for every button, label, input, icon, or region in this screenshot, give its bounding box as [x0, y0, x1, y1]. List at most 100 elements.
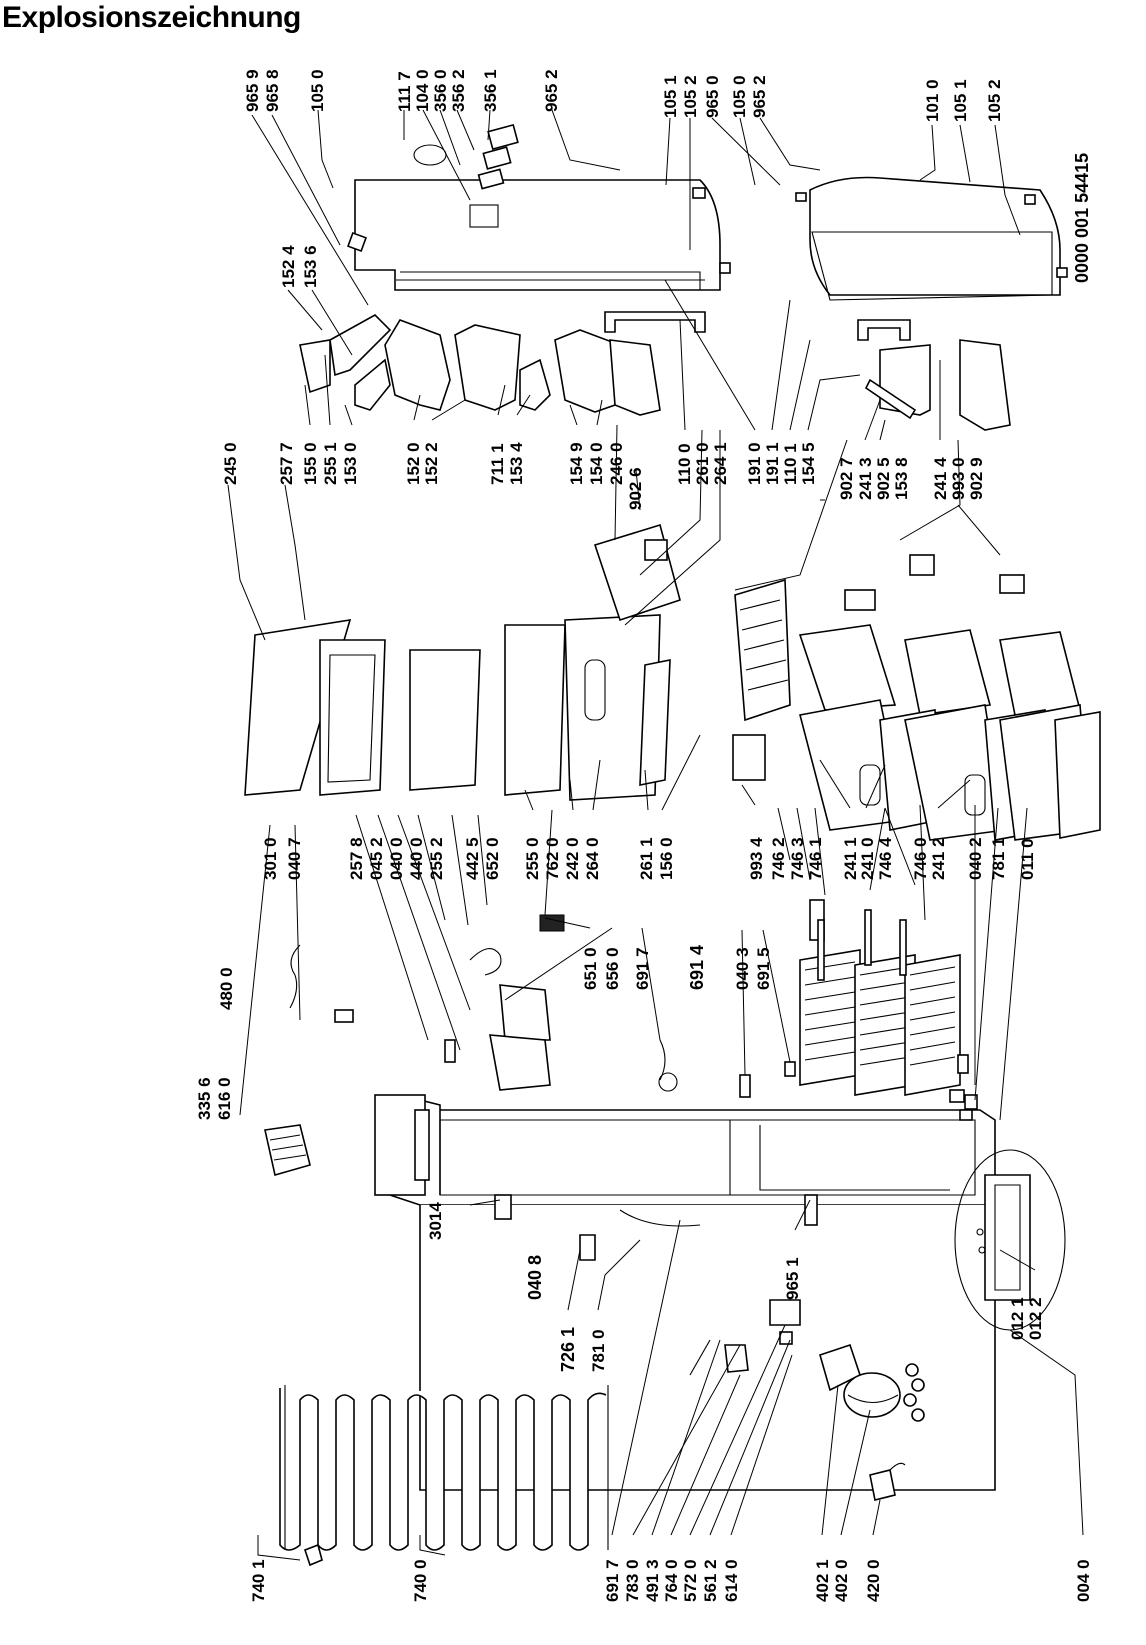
label-902-6: 902 6 [626, 467, 645, 510]
page-title: Explosionszeichnung [2, 1, 301, 34]
label-691-7a: 691 7 [633, 947, 652, 990]
label-257-7: 257 7 [277, 442, 296, 485]
label-040-0: 040 0 [387, 837, 406, 880]
label-746-4: 746 4 [876, 837, 895, 880]
label-152-4: 152 4 [279, 245, 298, 288]
label-154-5: 154 5 [799, 442, 818, 485]
label-153-8: 153 8 [892, 457, 911, 500]
label-246-0: 246 0 [607, 442, 626, 485]
label-156-0: 156 0 [657, 837, 676, 880]
label-191-0: 191 0 [745, 442, 764, 485]
label-241-4: 241 4 [931, 457, 950, 500]
label-356-1: 356 1 [481, 69, 500, 112]
freezer-drawers [798, 554, 1101, 841]
label-902-5: 902 5 [874, 457, 893, 500]
parts-drawing [244, 123, 1101, 1567]
label-781-0: 781 0 [589, 1329, 608, 1372]
label-402-1: 402 1 [813, 1559, 832, 1602]
label-656-0: 656 0 [603, 947, 622, 990]
label-442-5: 442 5 [463, 837, 482, 880]
label-993-4: 993 4 [747, 837, 766, 880]
label-105-1a: 105 1 [661, 75, 680, 118]
label-111-7: 111 7 [395, 71, 414, 112]
label-965-0: 965 0 [703, 75, 722, 118]
label-153-0: 153 0 [341, 442, 360, 485]
label-783-0: 783 0 [623, 1559, 642, 1602]
compressor-group [689, 1299, 925, 1501]
label-101-0: 101 0 [923, 79, 942, 122]
label-440-0: 440 0 [407, 837, 426, 880]
part-labels: 965 9 965 8 105 0 111 7 104 0 356 0 356 … [195, 69, 1093, 1602]
label-105-2b: 105 2 [985, 79, 1004, 122]
label-711-1: 711 1 [488, 443, 507, 485]
label-105-2a: 105 2 [681, 75, 700, 118]
label-614-0: 614 0 [722, 1559, 741, 1602]
label-040-3: 040 3 [733, 947, 752, 990]
label-402-0: 402 0 [832, 1559, 851, 1602]
label-264-0: 264 0 [583, 837, 602, 880]
label-902-9: 902 9 [967, 457, 986, 500]
label-040-7: 040 7 [285, 837, 304, 880]
label-245-0: 245 0 [221, 442, 240, 485]
label-746-1: 746 1 [806, 837, 825, 880]
label-691-4: 691 4 [687, 945, 707, 990]
label-105-1b: 105 1 [951, 79, 970, 122]
label-691-5: 691 5 [754, 947, 773, 990]
cabinet-body [374, 1089, 996, 1491]
label-764-0: 764 0 [662, 1559, 681, 1602]
label-152-2: 152 2 [422, 442, 441, 485]
label-261-1: 261 1 [637, 837, 656, 880]
label-301-0: 301 0 [261, 837, 280, 880]
label-155-0: 155 0 [301, 442, 320, 485]
label-993-0: 993 0 [949, 457, 968, 500]
label-191-1: 191 1 [763, 442, 782, 485]
label-691-7b: 691 7 [603, 1559, 622, 1602]
label-740-1: 740 1 [249, 1559, 268, 1602]
label-726-1: 726 1 [558, 1327, 578, 1372]
condenser [279, 1385, 609, 1567]
label-255-1: 255 1 [321, 442, 340, 485]
label-241-2: 241 2 [929, 837, 948, 880]
label-255-0: 255 0 [523, 837, 542, 880]
label-740-0: 740 0 [411, 1559, 430, 1602]
small-parts [264, 914, 978, 1177]
label-356-2: 356 2 [449, 69, 468, 112]
label-356-0: 356 0 [431, 69, 450, 112]
label-040-8: 040 8 [525, 1255, 545, 1300]
label-105-0b: 105 0 [730, 75, 749, 118]
label-045-2: 045 2 [367, 837, 386, 880]
label-965-1: 965 1 [783, 1257, 802, 1300]
detail-circle [954, 1149, 1066, 1331]
label-420-0: 420 0 [864, 1559, 883, 1602]
label-153-4: 153 4 [507, 442, 526, 485]
label-110-0: 110 0 [675, 443, 694, 485]
shelves [244, 523, 791, 801]
label-040-2: 040 2 [966, 837, 985, 880]
door-balconies [299, 314, 1011, 431]
label-561-2: 561 2 [701, 1559, 720, 1602]
label-616-0: 616 0 [215, 1077, 234, 1120]
lower-door [795, 176, 1068, 301]
label-154-9: 154 9 [567, 442, 586, 485]
evaporators [799, 899, 961, 1096]
label-572-0: 572 0 [681, 1559, 700, 1602]
label-257-8: 257 8 [347, 837, 366, 880]
label-264-1: 264 1 [711, 442, 730, 485]
label-652-0: 652 0 [483, 837, 502, 880]
document-number: 0000 001 54415 [1072, 153, 1092, 283]
leader-lines [227, 109, 1084, 1561]
label-153-6: 153 6 [301, 245, 320, 288]
label-965-2b: 965 2 [750, 75, 769, 118]
label-762-0: 762 0 [543, 837, 562, 880]
label-104-0: 104 0 [413, 69, 432, 112]
label-012-2: 012 2 [1026, 1297, 1045, 1340]
label-255-2: 255 2 [427, 837, 446, 880]
label-241-0: 241 0 [858, 837, 877, 880]
label-651-0: 651 0 [581, 947, 600, 990]
label-746-3: 746 3 [788, 837, 807, 880]
label-746-2: 746 2 [769, 837, 788, 880]
label-965-8: 965 8 [263, 69, 282, 112]
upper-door [347, 123, 731, 291]
label-012-1: 012 1 [1008, 1297, 1027, 1340]
